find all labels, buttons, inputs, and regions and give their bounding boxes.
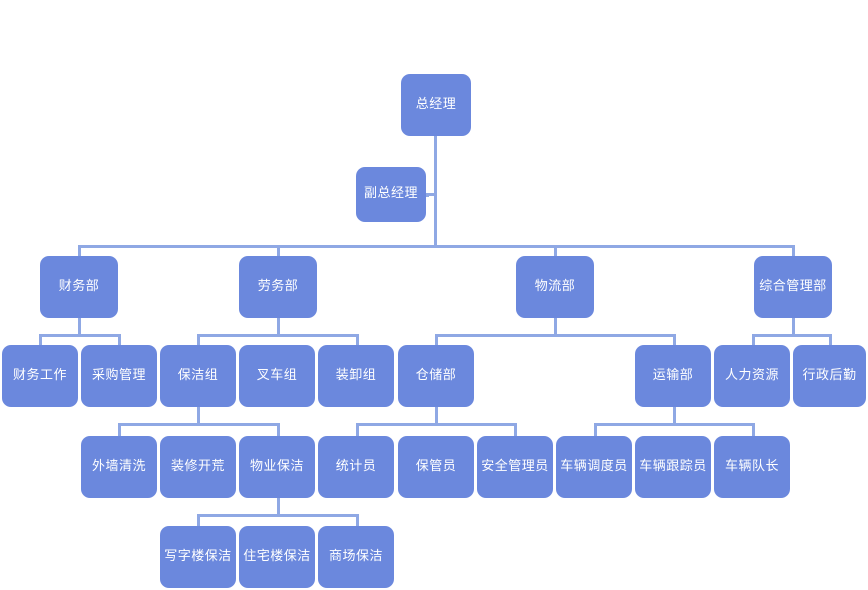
org-node[interactable]: 装卸组 [318, 345, 394, 407]
connector-line [514, 423, 517, 436]
connector-line [435, 334, 673, 337]
connector-line [39, 334, 119, 337]
org-node-label: 运输部 [652, 367, 694, 383]
connector-line [118, 423, 277, 426]
connector-line [277, 498, 280, 516]
connector-line [435, 334, 438, 345]
org-node[interactable]: 保管员 [398, 436, 474, 498]
connector-line [277, 318, 280, 336]
connector-line [434, 136, 437, 247]
org-node-label: 装修开荒 [170, 458, 225, 474]
org-node-label: 叉车组 [256, 367, 298, 383]
connector-line [829, 334, 832, 345]
connector-line [356, 514, 359, 527]
org-node-label: 装卸组 [335, 367, 377, 383]
org-node-label: 人力资源 [724, 367, 779, 383]
connector-line [792, 245, 795, 256]
org-node-label: 财务部 [58, 278, 100, 294]
org-node[interactable]: 车辆调度员 [556, 436, 632, 498]
org-node[interactable]: 统计员 [318, 436, 394, 498]
org-node[interactable]: 财务部 [40, 256, 118, 318]
connector-line [426, 193, 437, 196]
connector-line [435, 407, 438, 425]
connector-line [78, 245, 81, 256]
org-node-label: 住宅楼保洁 [243, 548, 311, 564]
connector-line [752, 334, 755, 345]
connector-line [554, 318, 557, 336]
org-node-label: 写字楼保洁 [164, 548, 232, 564]
org-node[interactable]: 外墙清洗 [81, 436, 157, 498]
connector-line [78, 318, 81, 336]
org-node[interactable]: 人力资源 [714, 345, 790, 407]
org-node[interactable]: 车辆跟踪员 [635, 436, 711, 498]
org-node-label: 保管员 [415, 458, 457, 474]
org-node-label: 劳务部 [257, 278, 299, 294]
org-node[interactable]: 物业保洁 [239, 436, 315, 498]
org-node-label: 仓储部 [415, 367, 457, 383]
org-node[interactable]: 运输部 [635, 345, 711, 407]
connector-line [78, 245, 793, 248]
org-node[interactable]: 采购管理 [81, 345, 157, 407]
connector-line [197, 407, 200, 425]
org-node-label: 采购管理 [91, 367, 146, 383]
connector-line [39, 334, 42, 345]
org-node[interactable]: 副总经理 [356, 167, 426, 222]
org-node[interactable]: 保洁组 [160, 345, 236, 407]
org-node[interactable]: 综合管理部 [754, 256, 832, 318]
org-node[interactable]: 车辆队长 [714, 436, 790, 498]
org-node-label: 物业保洁 [249, 458, 304, 474]
connector-line [554, 245, 557, 256]
connector-line [197, 334, 356, 337]
org-node[interactable]: 劳务部 [239, 256, 317, 318]
org-node-label: 副总经理 [363, 186, 418, 202]
org-node[interactable]: 住宅楼保洁 [239, 526, 315, 588]
org-node[interactable]: 商场保洁 [318, 526, 394, 588]
org-node[interactable]: 总经理 [401, 74, 471, 136]
connector-line [118, 423, 121, 436]
connector-line [277, 245, 280, 256]
connector-line [792, 318, 795, 336]
connector-line [197, 514, 200, 527]
org-node-label: 外墙清洗 [91, 458, 146, 474]
org-node-label: 物流部 [534, 278, 576, 294]
org-node[interactable]: 叉车组 [239, 345, 315, 407]
org-node[interactable]: 安全管理员 [477, 436, 553, 498]
connector-line [594, 423, 753, 426]
connector-line [752, 423, 755, 436]
org-node[interactable]: 仓储部 [398, 345, 474, 407]
org-node-label: 财务工作 [12, 367, 67, 383]
org-node-label: 车辆跟踪员 [639, 458, 707, 474]
org-node-label: 安全管理员 [481, 458, 549, 474]
connector-line [356, 423, 359, 436]
org-node-label: 保洁组 [177, 367, 219, 383]
org-node[interactable]: 财务工作 [2, 345, 78, 407]
org-node[interactable]: 写字楼保洁 [160, 526, 236, 588]
connector-line [118, 334, 121, 345]
org-node-label: 统计员 [335, 458, 377, 474]
connector-line [594, 423, 597, 436]
org-node-label: 综合管理部 [759, 278, 827, 294]
connector-line [673, 407, 676, 425]
org-node[interactable]: 装修开荒 [160, 436, 236, 498]
org-node-label: 行政后勤 [802, 367, 857, 383]
connector-line [197, 514, 356, 517]
org-node-label: 总经理 [415, 96, 457, 112]
connector-line [673, 334, 676, 345]
org-node-label: 车辆调度员 [560, 458, 628, 474]
org-node-label: 车辆队长 [724, 458, 779, 474]
connector-line [356, 423, 515, 426]
connector-line [356, 334, 359, 345]
connector-line [197, 334, 200, 345]
org-node[interactable]: 行政后勤 [793, 345, 866, 407]
connector-line [752, 334, 830, 337]
org-node[interactable]: 物流部 [516, 256, 594, 318]
connector-line [277, 423, 280, 436]
org-node-label: 商场保洁 [328, 548, 383, 564]
